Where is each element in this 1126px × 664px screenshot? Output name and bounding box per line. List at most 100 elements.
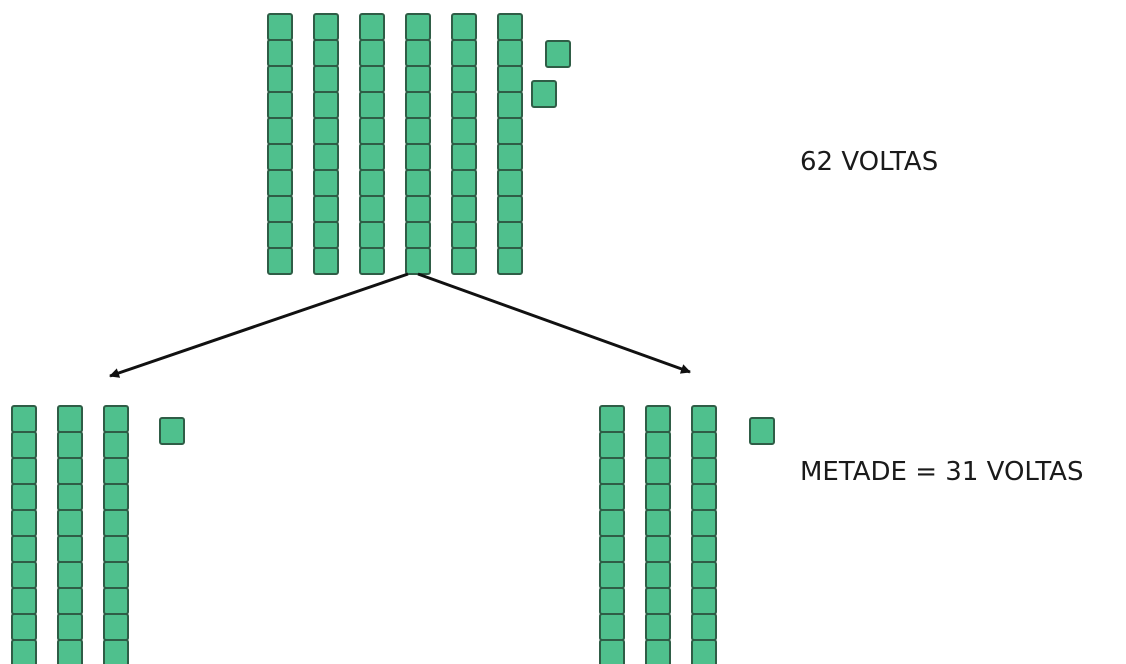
unit-cube xyxy=(691,509,717,537)
unit-cube xyxy=(313,91,339,119)
unit-cube xyxy=(359,221,385,249)
unit-cube xyxy=(405,221,431,249)
unit-cube xyxy=(11,457,37,485)
tens-rod xyxy=(103,405,129,664)
unit-cube xyxy=(267,169,293,197)
unit-cube xyxy=(359,169,385,197)
unit-cube xyxy=(57,405,83,433)
unit-cube xyxy=(57,639,83,664)
unit-cube xyxy=(645,457,671,485)
group-62-blocks xyxy=(267,13,571,275)
unit-cube xyxy=(599,431,625,459)
unit-cube xyxy=(57,561,83,589)
unit-cube xyxy=(267,65,293,93)
unit-cube xyxy=(451,247,477,275)
unit-cube xyxy=(497,117,523,145)
unit-cube xyxy=(691,483,717,511)
half-label: METADE = 31 VOLTAS xyxy=(800,457,1083,487)
unit-cube xyxy=(405,91,431,119)
unit-cube xyxy=(11,509,37,537)
unit-cube xyxy=(359,39,385,67)
unit-cube xyxy=(451,169,477,197)
unit-cube xyxy=(451,65,477,93)
tens-rod xyxy=(405,13,431,275)
unit-cube xyxy=(313,39,339,67)
group-right-half-blocks xyxy=(599,405,775,664)
tens-rod xyxy=(451,13,477,275)
unit-cube xyxy=(11,535,37,563)
unit-cube xyxy=(691,535,717,563)
unit-cube xyxy=(691,405,717,433)
ones-unit-cube xyxy=(749,417,775,445)
unit-cube xyxy=(313,117,339,145)
unit-cube xyxy=(313,247,339,275)
unit-cube xyxy=(451,39,477,67)
unit-cube xyxy=(11,431,37,459)
unit-cube xyxy=(359,91,385,119)
unit-cube xyxy=(267,13,293,41)
unit-cube xyxy=(57,431,83,459)
unit-cube xyxy=(57,587,83,615)
unit-cube xyxy=(599,613,625,641)
unit-cube xyxy=(645,483,671,511)
unit-cube xyxy=(11,405,37,433)
unit-cube xyxy=(359,13,385,41)
unit-cube xyxy=(405,13,431,41)
unit-cube xyxy=(599,561,625,589)
unit-cube xyxy=(497,195,523,223)
unit-cube xyxy=(103,587,129,615)
unit-cube xyxy=(497,13,523,41)
unit-cube xyxy=(645,509,671,537)
unit-cube xyxy=(645,535,671,563)
unit-cube xyxy=(691,457,717,485)
unit-cube xyxy=(359,143,385,171)
tens-rod xyxy=(599,405,625,664)
unit-cube xyxy=(599,405,625,433)
unit-cube xyxy=(11,639,37,664)
unit-cube xyxy=(497,91,523,119)
unit-cube xyxy=(103,431,129,459)
unit-cube xyxy=(691,587,717,615)
unit-cube xyxy=(313,169,339,197)
unit-cube xyxy=(497,39,523,67)
unit-cube xyxy=(691,431,717,459)
unit-cube xyxy=(599,483,625,511)
unit-cube xyxy=(267,195,293,223)
unit-cube xyxy=(451,13,477,41)
unit-cube xyxy=(313,221,339,249)
unit-cube xyxy=(267,221,293,249)
unit-cube xyxy=(359,195,385,223)
unit-cube xyxy=(645,613,671,641)
unit-cube xyxy=(405,195,431,223)
unit-cube xyxy=(405,117,431,145)
tens-rod xyxy=(313,13,339,275)
unit-cube xyxy=(405,169,431,197)
unit-cube xyxy=(405,65,431,93)
unit-cube xyxy=(497,221,523,249)
unit-cube xyxy=(103,535,129,563)
unit-cube xyxy=(313,143,339,171)
tens-rod xyxy=(497,13,523,275)
unit-cube xyxy=(57,613,83,641)
unit-cube xyxy=(359,117,385,145)
unit-cube xyxy=(691,613,717,641)
unit-cube xyxy=(103,405,129,433)
unit-cube xyxy=(451,143,477,171)
unit-cube xyxy=(103,613,129,641)
unit-cube xyxy=(11,587,37,615)
unit-cube xyxy=(451,91,477,119)
unit-cube xyxy=(57,483,83,511)
unit-cube xyxy=(313,65,339,93)
tens-rod xyxy=(359,13,385,275)
unit-cube xyxy=(11,613,37,641)
unit-cube xyxy=(645,639,671,664)
unit-cube xyxy=(11,483,37,511)
tens-rod xyxy=(57,405,83,664)
unit-cube xyxy=(313,13,339,41)
unit-cube xyxy=(57,457,83,485)
unit-cube xyxy=(599,587,625,615)
tens-rod xyxy=(267,13,293,275)
unit-cube xyxy=(57,509,83,537)
unit-cube xyxy=(57,535,83,563)
